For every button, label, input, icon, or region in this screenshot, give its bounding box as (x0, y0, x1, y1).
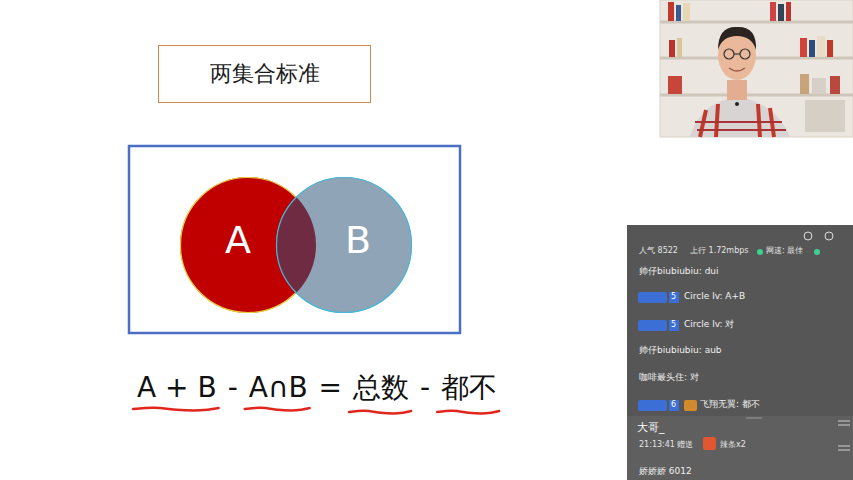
chat-message: 飞翔无翼: 都不 (700, 399, 760, 409)
chat-panel (627, 225, 853, 480)
red-underline (133, 408, 219, 411)
chat-message: 帅仔biubiubiu: aub (639, 345, 722, 355)
formula-term: 都不 (441, 369, 497, 407)
formula-term: 总数 (353, 369, 409, 407)
chat-message: Circle lv: 对 (684, 319, 734, 329)
formula-term: - (228, 371, 238, 404)
circle-fill (276, 177, 412, 313)
chat-message: Circle lv: A+B (684, 291, 745, 301)
stat-text: 网速: 最佳 (766, 246, 803, 255)
user-name: 大哥_ (637, 422, 665, 435)
webcam-picture (660, 0, 853, 137)
formula-term: = (319, 371, 342, 404)
circle-shape (276, 177, 412, 313)
universe-frame (129, 146, 460, 333)
fan-level: 5 (671, 292, 676, 301)
formula-term: - (420, 371, 430, 404)
fan-level: 6 (671, 400, 676, 409)
title-text: 两集合标准 (210, 62, 320, 86)
fan-level: 5 (671, 320, 676, 329)
stat-text: 人气 8522 (639, 246, 678, 255)
user-name: 娇娇娇 6012 (639, 466, 692, 476)
red-underline (349, 411, 411, 414)
overlap-region (276, 197, 316, 293)
gift-name: 辣条x2 (720, 440, 746, 449)
set-circle: B (276, 177, 412, 313)
set-letter: A (225, 220, 251, 262)
set-letter: B (345, 220, 371, 262)
formula-term: A + B (137, 371, 217, 404)
red-underline (437, 411, 499, 414)
title-box: 两集合标准 (158, 45, 371, 103)
chat-message: 咖啡最头住: 对 (639, 372, 699, 382)
chat-message: 帅仔biubiubiu: dui (639, 266, 719, 276)
formula-term: A∩B (249, 371, 308, 404)
red-underline (245, 408, 310, 411)
formula-row: A + B-A∩B=总数-都不 (137, 369, 497, 407)
gift-time: 21:13:41 赠送 (639, 440, 693, 449)
circle-outline (277, 178, 412, 313)
stat-text: 上行 1.72mbps (690, 246, 748, 255)
